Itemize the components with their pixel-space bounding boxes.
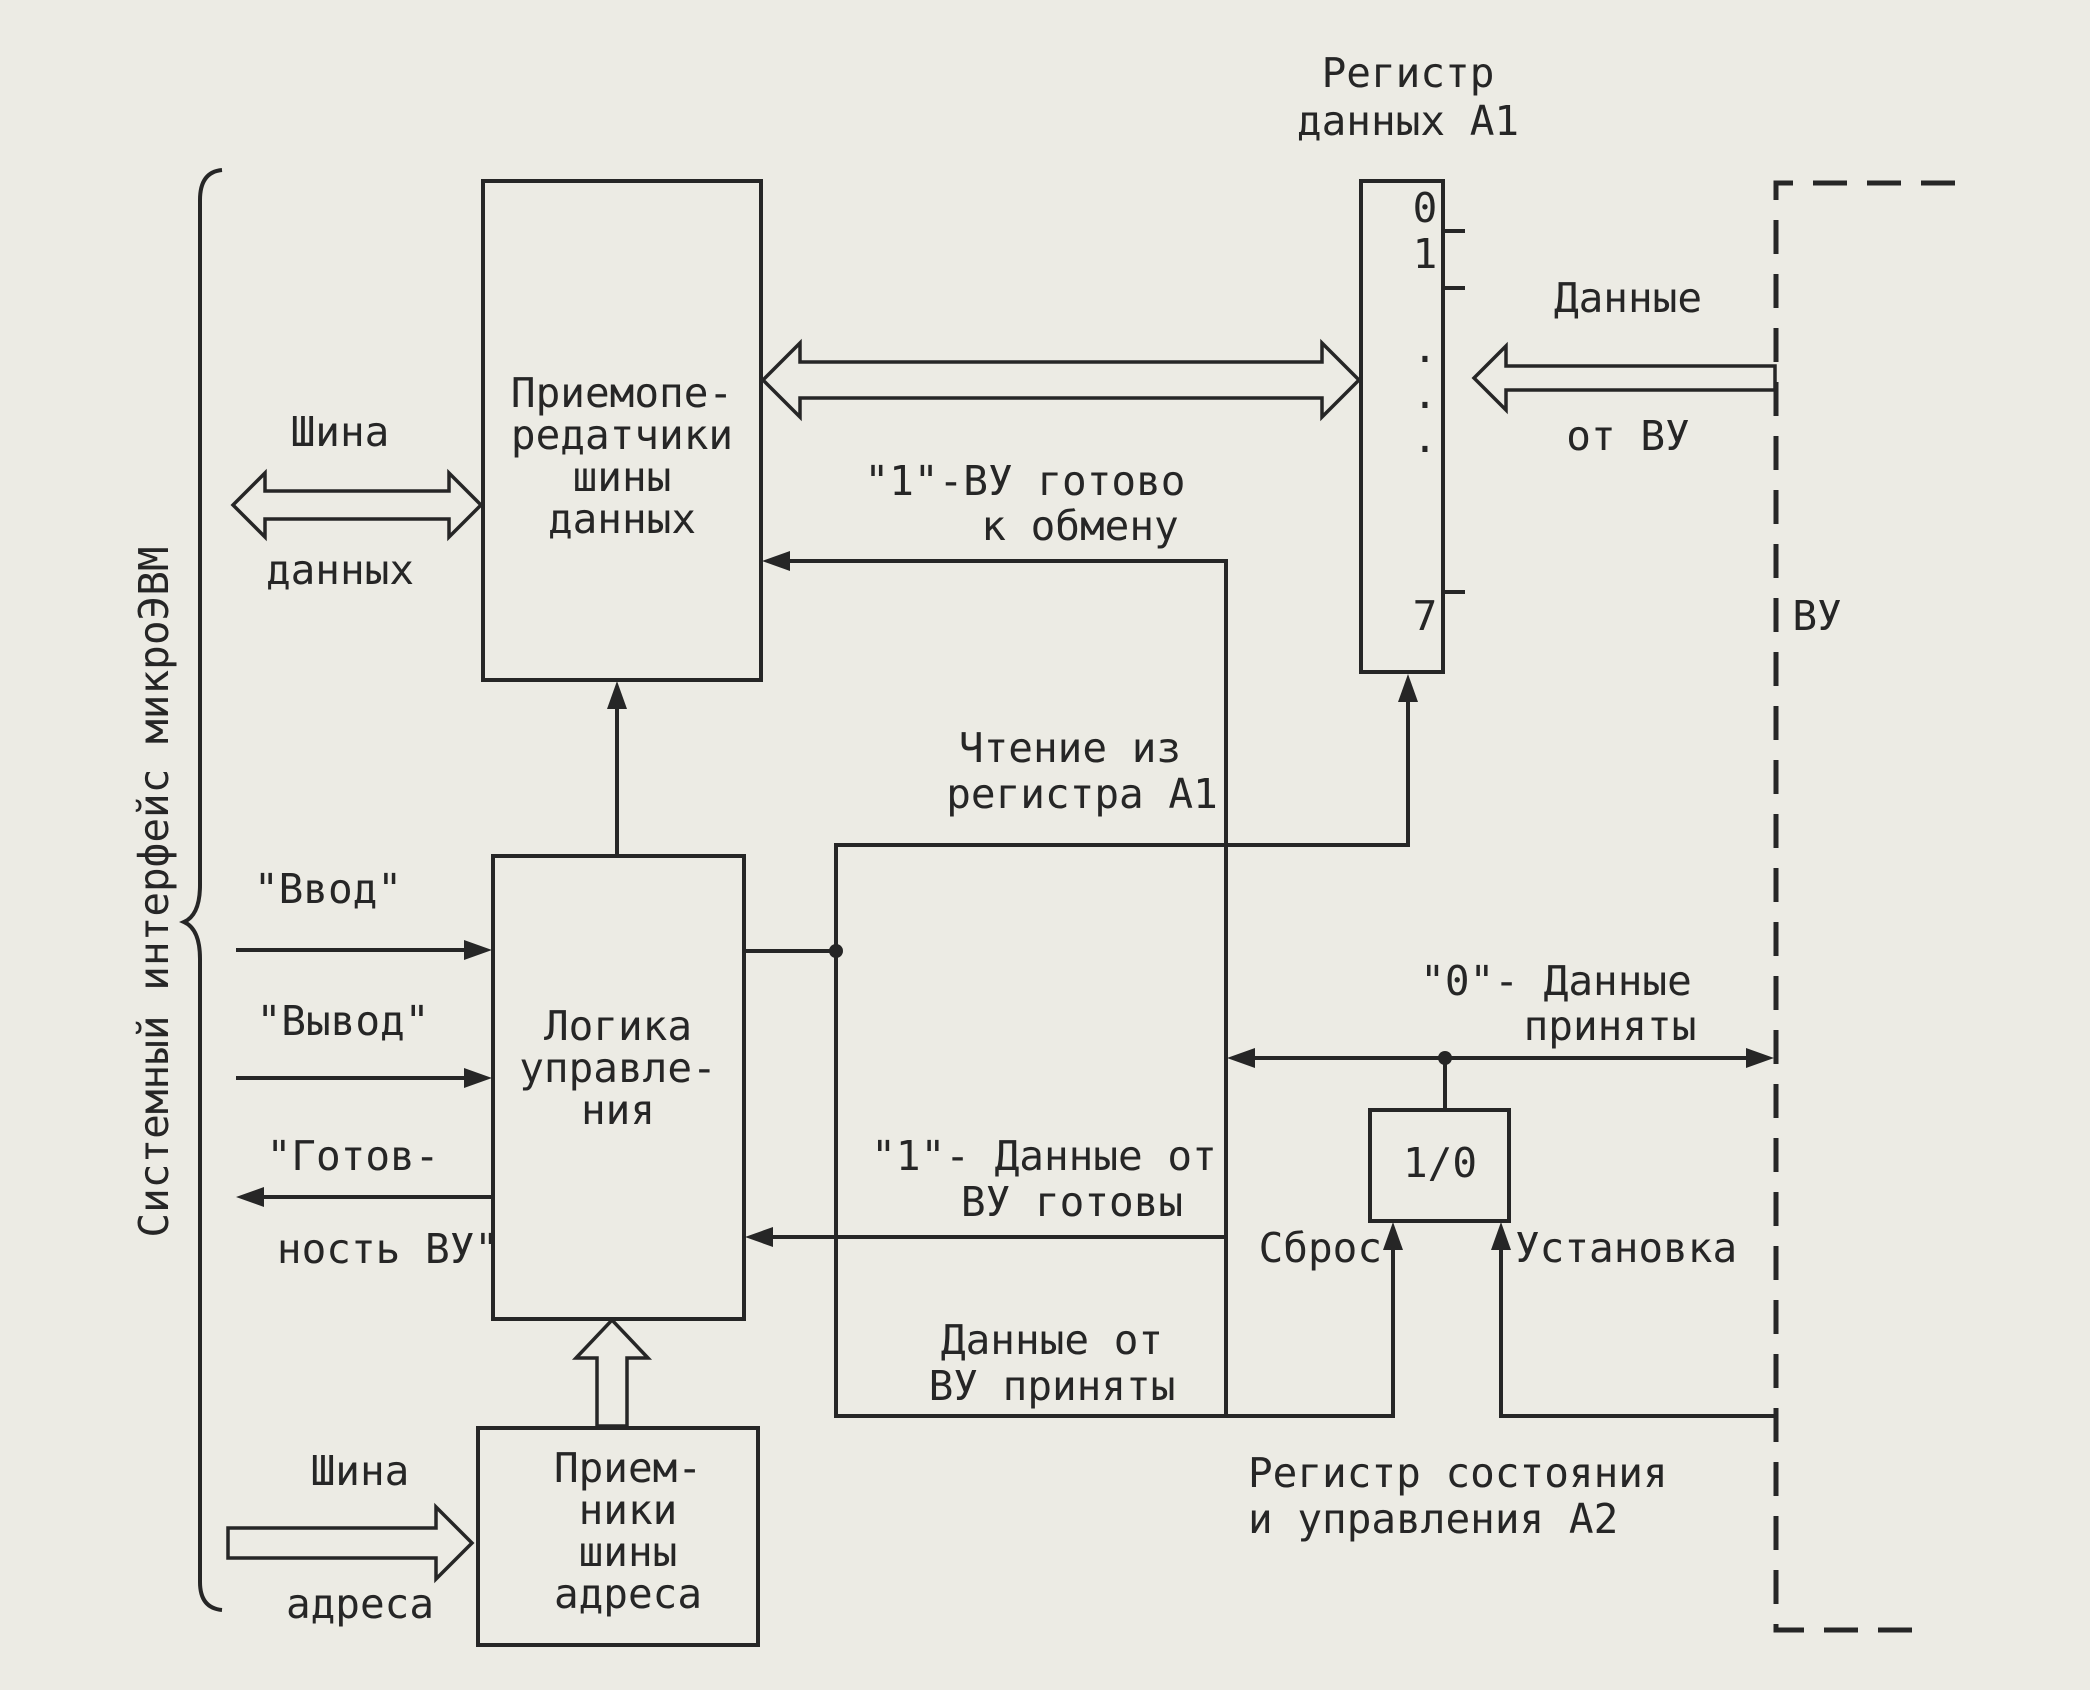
- read-register-line: [744, 694, 1410, 953]
- transceivers-label-3: шины: [573, 453, 672, 501]
- data-bus-arrow: [230, 468, 484, 542]
- flipflop-output-junction: [1438, 1051, 1452, 1065]
- set-arrowhead: [1491, 1222, 1511, 1250]
- data-accepted-label-1: Данные от: [941, 1316, 1163, 1364]
- control-logic-label-2: управле-: [519, 1044, 716, 1092]
- data-register-bit-dot-1: .: [1413, 324, 1438, 372]
- data-accepted-flag-label-2: приняты: [1524, 1002, 1697, 1050]
- data-accepted-label-2: ВУ приняты: [929, 1362, 1176, 1410]
- control-logic-label-1: Логика: [544, 1002, 692, 1050]
- device-ready-line: [783, 559, 1228, 845]
- transceivers-label-1: Приемопе-: [511, 369, 733, 417]
- data-register-bit-7: 7: [1413, 592, 1438, 640]
- device-ready-label-2: к обмену: [981, 502, 1178, 550]
- data-bus-label-2: данных: [266, 546, 414, 594]
- control-logic-label-3: ния: [581, 1086, 655, 1134]
- read-register-arrowhead: [1398, 674, 1418, 702]
- system-interface-label: Системный интерфейс микроЭВМ: [130, 546, 178, 1237]
- output-signal-arrowhead: [464, 1068, 492, 1088]
- address-receivers-label-2: ники: [579, 1486, 678, 1534]
- address-receivers-label-4: адреса: [554, 1570, 702, 1618]
- set-line: [1499, 1244, 1775, 1418]
- flipflop-block: [1368, 1108, 1511, 1223]
- input-signal-label: "Ввод": [254, 865, 402, 913]
- device-ready-arrowhead: [762, 551, 790, 571]
- input-signal-arrowhead: [464, 940, 492, 960]
- data-register-block: [1359, 179, 1445, 674]
- transceivers-label-4: данных: [548, 495, 696, 543]
- address-bus-arrow: [226, 1502, 475, 1584]
- data-accepted-flag-label-1: "0"- Данные: [1420, 957, 1692, 1005]
- logic-to-transceivers-arrowhead: [607, 681, 627, 709]
- data-ready-arrowhead: [745, 1227, 773, 1247]
- device-label: ВУ: [1792, 592, 1841, 640]
- ready-signal-label-1: "Готов-: [267, 1132, 440, 1180]
- status-register-title-1: Регистр состояния: [1248, 1449, 1668, 1497]
- transceivers-label-2: редатчики: [511, 411, 733, 459]
- output-signal-label: "Вывод": [257, 997, 430, 1045]
- address-receivers-label-1: Прием-: [554, 1444, 702, 1492]
- data-ready-label-1: "1"- Данные от: [871, 1132, 1217, 1180]
- data-accepted-flag-right-arrowhead: [1746, 1048, 1774, 1068]
- flipflop-label: 1/0: [1403, 1139, 1477, 1187]
- data-register-bit-1: 1: [1413, 230, 1438, 278]
- data-accepted-flag-left-arrowhead: [1227, 1048, 1255, 1068]
- read-register-label-2: регистра А1: [946, 770, 1218, 818]
- internal-data-bus-arrow: [760, 338, 1362, 422]
- data-register-title-2: данных А1: [1297, 97, 1519, 145]
- reset-label: Сброс: [1259, 1224, 1382, 1272]
- address-to-logic-arrow: [571, 1317, 653, 1428]
- status-register-title-2: и управления А2: [1248, 1495, 1618, 1543]
- address-receivers-label-3: шины: [579, 1528, 678, 1576]
- device-data-arrow: [1471, 341, 1777, 415]
- reset-arrowhead: [1383, 1222, 1403, 1250]
- data-ready-label-2: ВУ готовы: [961, 1178, 1183, 1226]
- device-boundary: [1773, 180, 1955, 1633]
- ready-signal-label-2: ность ВУ": [277, 1225, 499, 1273]
- address-bus-label-1: Шина: [311, 1447, 410, 1495]
- set-label: Установка: [1515, 1224, 1737, 1272]
- data-register-bit-0: 0: [1413, 184, 1438, 232]
- device-ready-label-1: "1"-ВУ готово: [865, 457, 1186, 505]
- ready-signal-arrowhead: [236, 1187, 264, 1207]
- device-data-label-2: от ВУ: [1566, 412, 1689, 460]
- address-bus-label-2: адреса: [286, 1580, 434, 1628]
- data-bus-label-1: Шина: [291, 408, 390, 456]
- data-register-bit-dot-2: .: [1413, 370, 1438, 418]
- read-register-label-1: Чтение из: [959, 724, 1181, 772]
- device-data-label-1: Данные: [1554, 274, 1702, 322]
- data-register-title-1: Регистр: [1322, 49, 1495, 97]
- system-interface-brace: [179, 168, 223, 1612]
- data-register-bit-dot-3: .: [1413, 414, 1438, 462]
- read-register-junction: [829, 944, 843, 958]
- transceivers-block: [481, 179, 763, 682]
- address-receivers-block: [476, 1426, 760, 1647]
- reset-line: [836, 1244, 1395, 1418]
